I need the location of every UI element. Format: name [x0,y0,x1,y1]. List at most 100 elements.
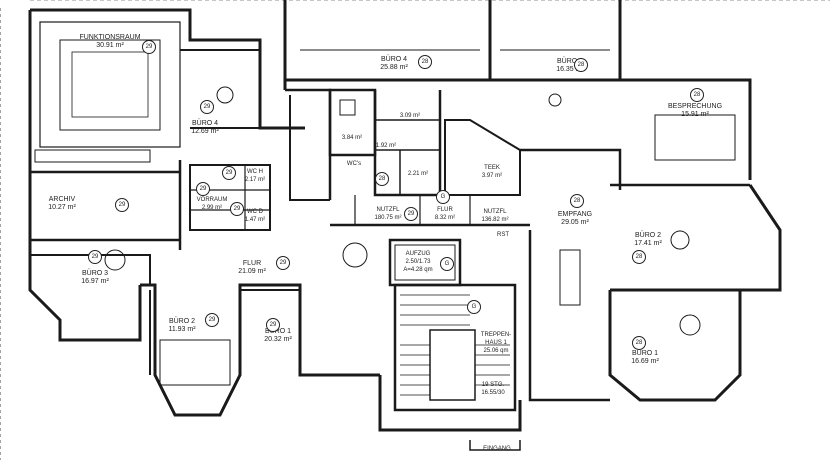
room-name: BÜRO 3 [81,270,109,277]
room-label-wcs: WC's [347,160,361,168]
room-area: 2.50/1.73 [405,259,431,265]
room-label-192: 1.92 m² [376,142,396,150]
room-area: 17.41 m² [634,240,662,247]
room-number: 29 [196,182,210,196]
room-area: 16.69 m² [631,358,659,365]
room-name: TREPPEN- [480,332,512,338]
room-name: FUNKTIONSRAUM [79,34,141,41]
room-area: 11.93 m² [168,326,196,333]
room-name: NUTZFL [376,207,400,213]
room-area: 21.09 m² [238,268,266,275]
room-name: BÜRO 1 [264,328,292,335]
room-name: AUFZUG [405,251,431,257]
room-area: 10.27 m² [48,204,76,211]
room-label-nutzfl-left: NUTZFL 180.75 m² [374,206,401,222]
room-number: 29 [115,198,129,212]
room-number: 28 [570,194,584,208]
room-number: G [436,190,450,204]
mark-rst: RST [497,232,509,238]
room-label-221: 2.21 m² [408,170,428,178]
room-area: 16.35 m² [556,66,584,73]
room-name: WC D [247,209,263,215]
room-name-2: HAUS 1 [485,340,507,346]
room-name: TEEK [484,165,500,171]
room-label-nutzfl-right: NUTZFL 136.82 m² [481,208,508,224]
room-name: WC H [247,169,263,175]
room-area: 2.21 m² [407,171,429,177]
room-name: EMPFANG [557,211,593,218]
room-name: WC's [346,161,362,167]
room-area: 2.99 m² [201,205,223,211]
mark-g: G [467,300,481,314]
room-area: 20.32 m² [264,336,292,343]
room-name: EINGANG [483,446,511,452]
room-number: 29 [404,207,418,221]
room-area: 180.75 m² [374,215,402,221]
room-number: 28 [574,58,588,72]
room-area: 136.82 m² [481,217,509,223]
room-area: 25.88 m² [380,64,408,71]
room-area: 16.55/30 [481,390,505,396]
room-number: 29 [222,166,236,180]
room-area: 25.06 qm [483,348,509,354]
room-area: 8.32 m² [434,215,456,221]
room-name: NUTZFL [483,209,507,215]
room-name: BÜRO 4 [191,120,219,127]
room-area: 1.47 m² [244,217,266,223]
room-number: G [440,257,454,271]
room-name: FLUR [437,207,453,213]
room-area: 16.97 m² [81,278,109,285]
room-label-384: 3.84 m² [342,134,362,142]
room-name: ARCHIV [48,196,76,203]
room-number: 28 [632,336,646,350]
room-area: 15.91 m² [681,111,709,118]
room-name: BÜRO 2 [634,232,662,239]
room-name: BÜRO 3 [556,58,584,65]
room-number: 29 [200,100,214,114]
room-label-stufen: 19 STG. 16.55/30 [481,381,504,397]
room-name: FLUR [242,260,262,267]
room-area: 3.84 m² [341,135,363,141]
room-number: 28 [418,55,432,69]
room-label-flur-mid: FLUR 8.32 m² [435,206,455,222]
room-number: 28 [690,88,704,102]
room-area: 3.97 m² [481,173,503,179]
room-area: 30.91 m² [96,42,124,49]
room-name: BÜRO 2 [168,318,196,325]
room-number: 29 [276,256,290,270]
room-number: 29 [142,40,156,54]
room-label-309: 3.09 m² [400,112,420,120]
room-label-wc-d: WC D 1.47 m² [245,208,265,224]
room-name: BÜRO 1 [631,350,659,357]
room-name: 19 STG. [481,382,505,388]
room-name: BESPRECHUNG [667,103,723,110]
room-number: 29 [205,313,219,327]
room-number: 29 [230,202,244,216]
room-area: 12.69 m² [191,128,219,135]
room-label-treppenhaus: TREPPEN- HAUS 1 25.06 qm [481,331,511,355]
room-area: 1.92 m² [375,143,397,149]
room-extra: A=4.28 qm [403,267,433,273]
room-name: BÜRO 4 [380,56,408,63]
room-label-eingang: EINGANG [483,445,511,453]
room-number: 28 [375,172,389,186]
room-label-teek: TEEK 3.97 m² [482,164,502,180]
room-number: 28 [632,250,646,264]
room-number: 29 [266,318,280,332]
